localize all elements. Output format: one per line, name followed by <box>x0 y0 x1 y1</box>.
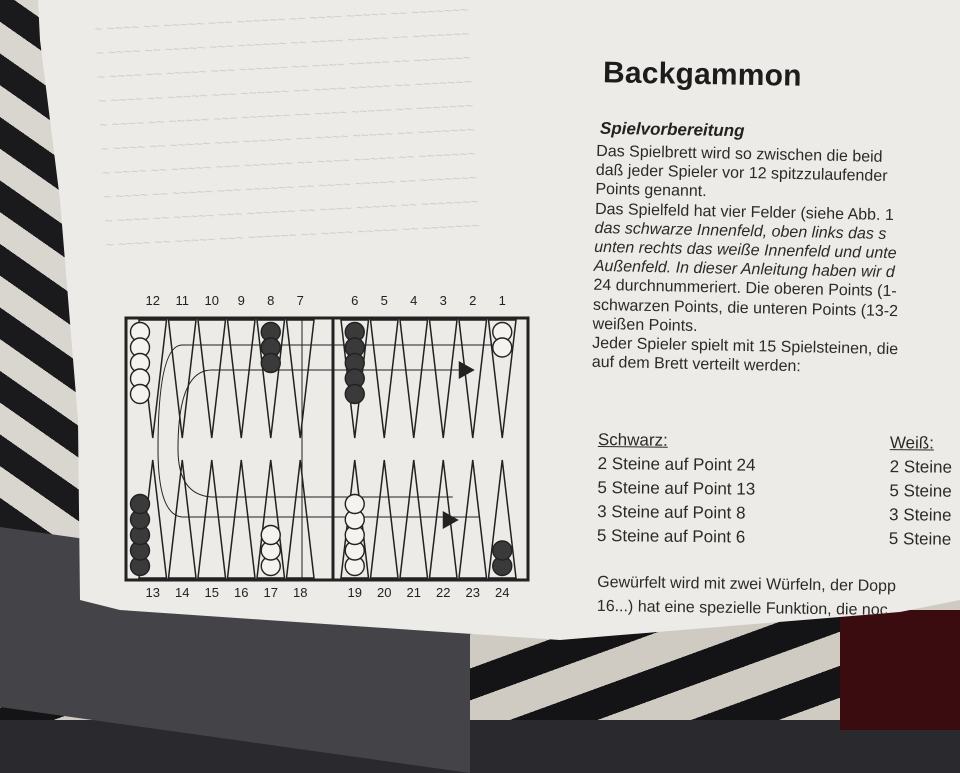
point-number: 17 <box>264 585 278 600</box>
white-checker <box>260 524 281 546</box>
point-triangle <box>197 319 227 439</box>
black-checker <box>260 352 281 374</box>
point-number: 2 <box>469 293 476 308</box>
white-checker <box>492 337 513 358</box>
point-triangle <box>399 319 429 439</box>
point-triangle <box>399 459 429 579</box>
point-triangle <box>197 459 227 579</box>
red-cloth <box>840 610 960 730</box>
point-triangle <box>285 319 315 439</box>
point-triangle <box>487 459 517 579</box>
point-number: 16 <box>234 585 248 600</box>
point-triangle <box>226 459 256 579</box>
point-number: 20 <box>377 585 391 600</box>
point-number: 3 <box>440 293 447 308</box>
point-triangle <box>226 319 256 439</box>
rules-sheet: ~ ~~~~ ~~ ~~~~~ ~~~ ~~~~~~ ~~ ~~~~ ~~~~~… <box>38 0 960 640</box>
movement-path <box>177 369 463 498</box>
board-frame <box>124 316 530 582</box>
point-number: 1 <box>499 293 506 308</box>
point-number: 14 <box>175 585 189 600</box>
schwarz-header: Schwarz: <box>597 430 668 450</box>
white-checker <box>129 383 151 405</box>
point-number: 8 <box>267 293 274 308</box>
bottom-point-numbers: 13 14 15 16 17 18 19 20 21 22 23 24 <box>146 585 510 600</box>
arrowhead <box>442 511 459 529</box>
setup-paragraph: Das Spielbrett wird so zwischen die beid… <box>592 142 960 381</box>
point-number: 6 <box>351 293 358 308</box>
schwarz-line: 2 Steine auf Point 24 <box>597 454 756 475</box>
point-number: 19 <box>348 585 362 600</box>
schwarz-line: 5 Steine auf Point 6 <box>596 526 746 547</box>
top-point-numbers: 12 11 10 9 8 7 6 5 4 3 2 1 <box>146 293 506 308</box>
point-triangle <box>256 459 286 579</box>
schwarz-line: 5 Steine auf Point 13 <box>597 478 756 499</box>
board-points <box>138 319 517 579</box>
point-triangle <box>369 319 399 439</box>
weiss-column: Weiß: 2 Steine 5 Steine 3 Steine 5 Stein… <box>889 431 953 552</box>
arrowhead <box>458 361 475 379</box>
point-number: 24 <box>495 585 509 600</box>
weiss-line: 5 Steine <box>888 529 952 549</box>
point-triangle <box>458 319 488 439</box>
black-checker <box>344 383 365 405</box>
point-number: 4 <box>410 293 417 308</box>
point-number: 18 <box>293 585 307 600</box>
point-number: 22 <box>436 585 450 600</box>
footer-text: Gewürfelt wird mit zwei Würfeln, der Dop… <box>597 571 896 623</box>
point-number: 11 <box>176 293 190 308</box>
weiss-line: 3 Steine <box>889 505 952 525</box>
point-number: 5 <box>381 293 388 308</box>
point-number: 7 <box>297 293 304 308</box>
weiss-line: 5 Steine <box>889 481 952 501</box>
point-triangle <box>428 319 458 439</box>
point-number: 15 <box>205 585 219 600</box>
schwarz-column: Schwarz: 2 Steine auf Point 24 5 Steine … <box>597 428 756 550</box>
point-triangle <box>256 319 286 439</box>
black-checker <box>492 540 513 561</box>
checker-setup-table: Schwarz: 2 Steine auf Point 24 5 Steine … <box>597 428 960 549</box>
point-triangle <box>167 459 197 579</box>
point-number: 23 <box>466 585 480 600</box>
movement-arrows <box>157 344 493 529</box>
schwarz-line: 3 Steine auf Point 8 <box>597 502 746 523</box>
checkers <box>129 321 513 577</box>
point-number: 13 <box>146 585 160 600</box>
point-number: 9 <box>238 293 245 308</box>
point-triangle <box>285 459 315 579</box>
document-title: Backgammon <box>602 56 803 93</box>
point-triangle <box>458 459 488 579</box>
point-number: 10 <box>205 293 219 308</box>
point-triangle <box>369 459 399 579</box>
white-checker <box>344 493 365 515</box>
point-triangle <box>487 319 517 439</box>
point-triangle <box>167 319 197 439</box>
weiss-line: 2 Steine <box>889 457 953 477</box>
movement-path <box>157 344 493 518</box>
point-number: 21 <box>407 585 421 600</box>
section-heading: Spielvorbereitung <box>599 118 745 141</box>
weiss-header: Weiß: <box>889 433 935 453</box>
point-number: 12 <box>146 293 160 308</box>
black-checker <box>129 493 151 515</box>
